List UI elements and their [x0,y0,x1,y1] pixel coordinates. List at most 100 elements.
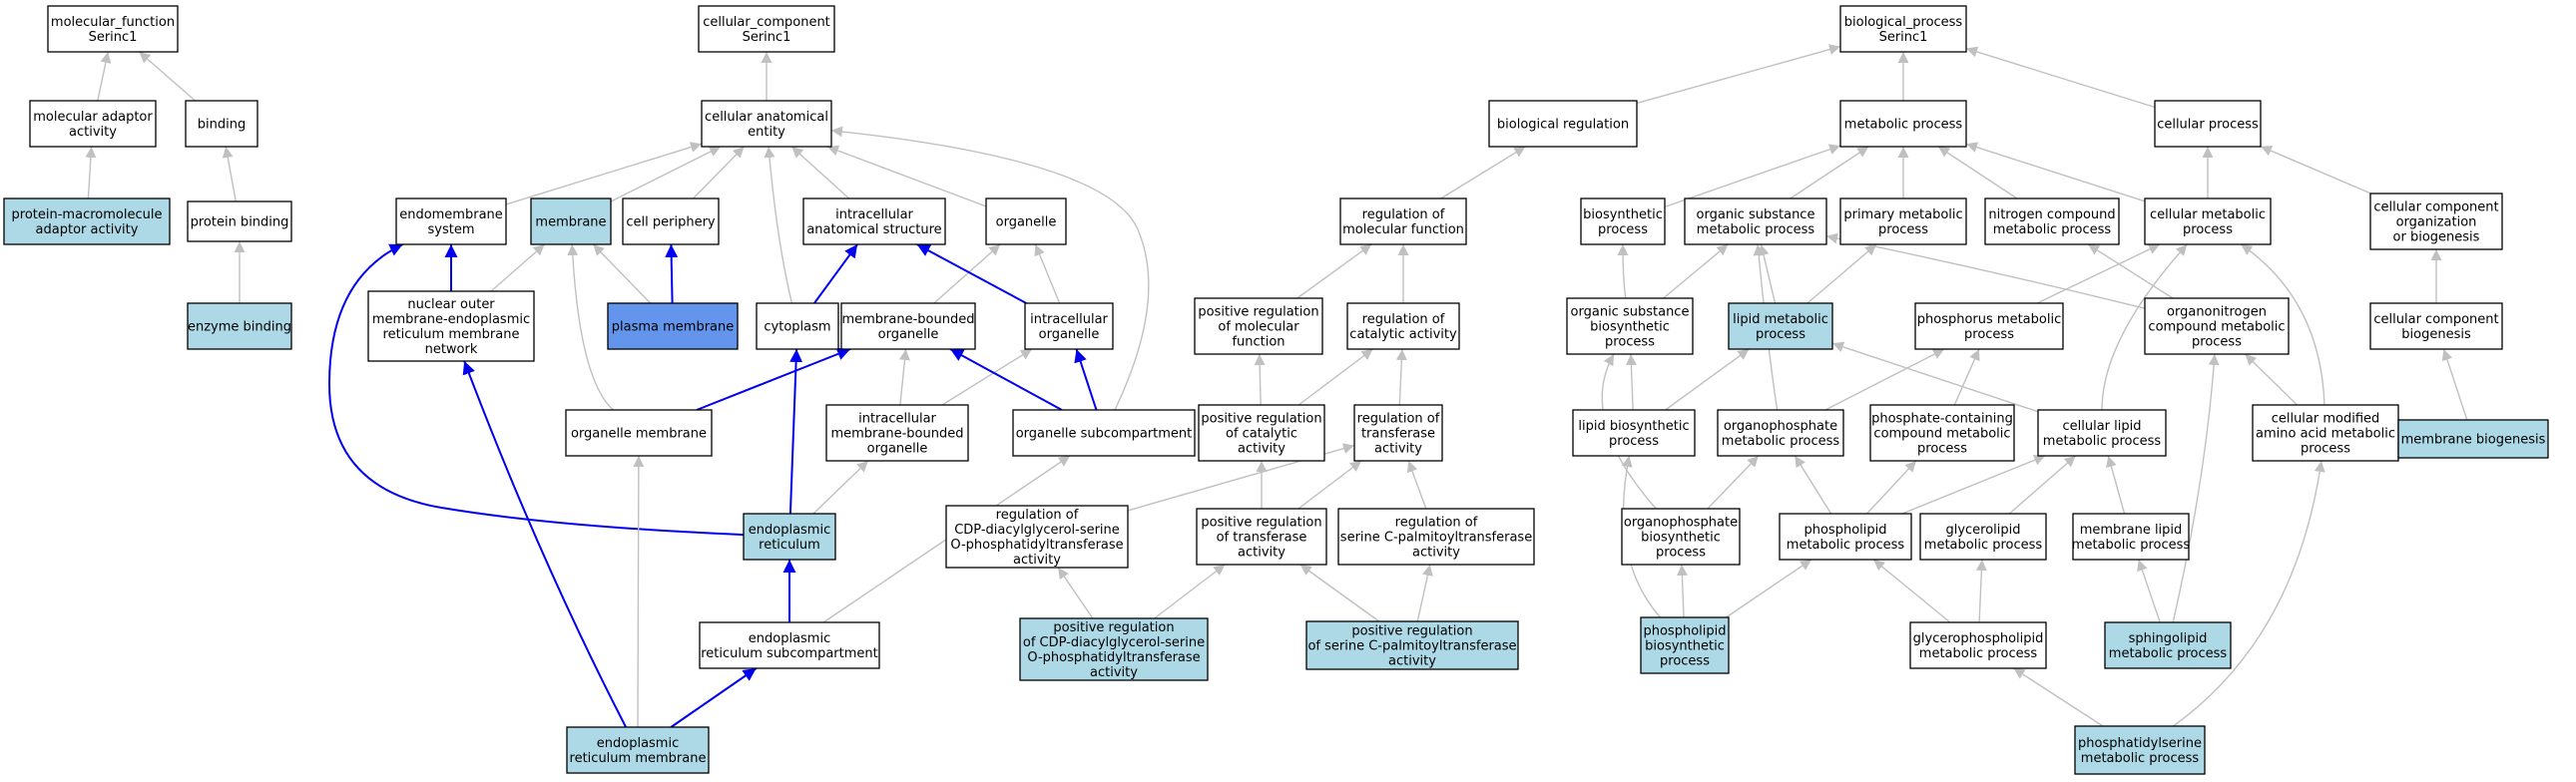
term-label-line: of serine C-palmitoyltransferase [1307,639,1516,654]
term-label-line: Serinc1 [743,30,791,45]
edge-organelle_membrane-to-membrane [567,243,614,411]
term-node-nuclear-outer[interactable]: nuclear outermembrane-endoplasmicreticul… [367,290,535,362]
term-box [1717,409,1844,457]
term-node-membrane-biogen[interactable]: membrane biogenesis [2397,419,2549,459]
term-label-line: network [425,342,478,357]
term-node-bio-reg[interactable]: biological regulation [1488,100,1638,148]
edge-organelle_subcomp-to-mb_organelle [949,348,1063,411]
term-label-line: organic substance [1571,305,1690,320]
term-node-cellular-process[interactable]: cellular process [2154,100,2262,148]
term-node-cytoplasm[interactable]: cytoplasm [756,302,839,350]
term-box [840,302,976,350]
edge-organelle-to-cae [826,145,987,207]
edge-bio_reg-to-bp_root [1636,44,1841,105]
term-node-enzyme-binding[interactable]: enzyme binding [187,302,292,350]
term-label-line: cell periphery [626,215,716,230]
edge-pos_reg_cdp-to-reg_cdp [1057,567,1094,619]
term-label-line: cellular component [2373,200,2498,215]
edge-org_sub_met-to-metabolic [1790,146,1869,199]
term-box [2144,197,2272,245]
term-label-line: Serinc1 [1879,30,1928,45]
term-label-line: organization [2396,215,2477,230]
term-label-line: organophosphate [1724,419,1837,434]
term-label-line: cellular lipid [2062,419,2141,434]
edge-phosphate_containing-to-phosphorus_met [1953,348,1980,406]
term-label-line: metabolic process [1919,646,2038,661]
edge-sphingolipid_met-to-membrane_lipid_met [2137,559,2161,623]
term-node-reg-cdp[interactable]: regulation ofCDP-diacylglycerol-serineO-… [945,505,1129,569]
term-node-plasma-membrane[interactable]: plasma membrane [607,302,739,350]
term-node-protein-binding[interactable]: protein binding [187,200,292,242]
term-label-line: metabolic process [1722,434,1840,449]
term-node-organelle[interactable]: organelle [985,197,1067,245]
term-label-line: activity [1388,654,1436,669]
edge-pos_reg_transferase-to-reg_transferase [1297,460,1362,510]
term-node-metabolic[interactable]: metabolic process [1839,100,1967,148]
term-node-organelle-membrane[interactable]: organelle membrane [565,409,713,457]
edge-organonitrogen-to-nitrogen_met [2087,243,2174,299]
term-box [29,100,157,148]
term-label-line: plasma membrane [612,320,735,335]
term-label-line: protein binding [191,215,289,230]
term-label-line: intracellular [1030,312,1108,327]
edge-binding-to-mf_root [138,51,197,102]
term-label-line: molecular_function [51,15,175,30]
term-node-binding[interactable]: binding [185,100,258,148]
term-label-line: organelle [867,442,928,457]
term-node-cell-periphery[interactable]: cell periphery [622,197,720,245]
term-label-line: membrane-endoplasmic [372,312,530,327]
term-label-line: membrane-bounded [841,312,974,327]
edge-cellular_lipid_met-to-cellular_met [2101,243,2188,411]
term-label-line: metabolic process [1787,538,1905,553]
term-node-membrane[interactable]: membrane [530,197,612,245]
term-node-organelle-subcomp[interactable]: organelle subcompartment [1012,409,1196,457]
